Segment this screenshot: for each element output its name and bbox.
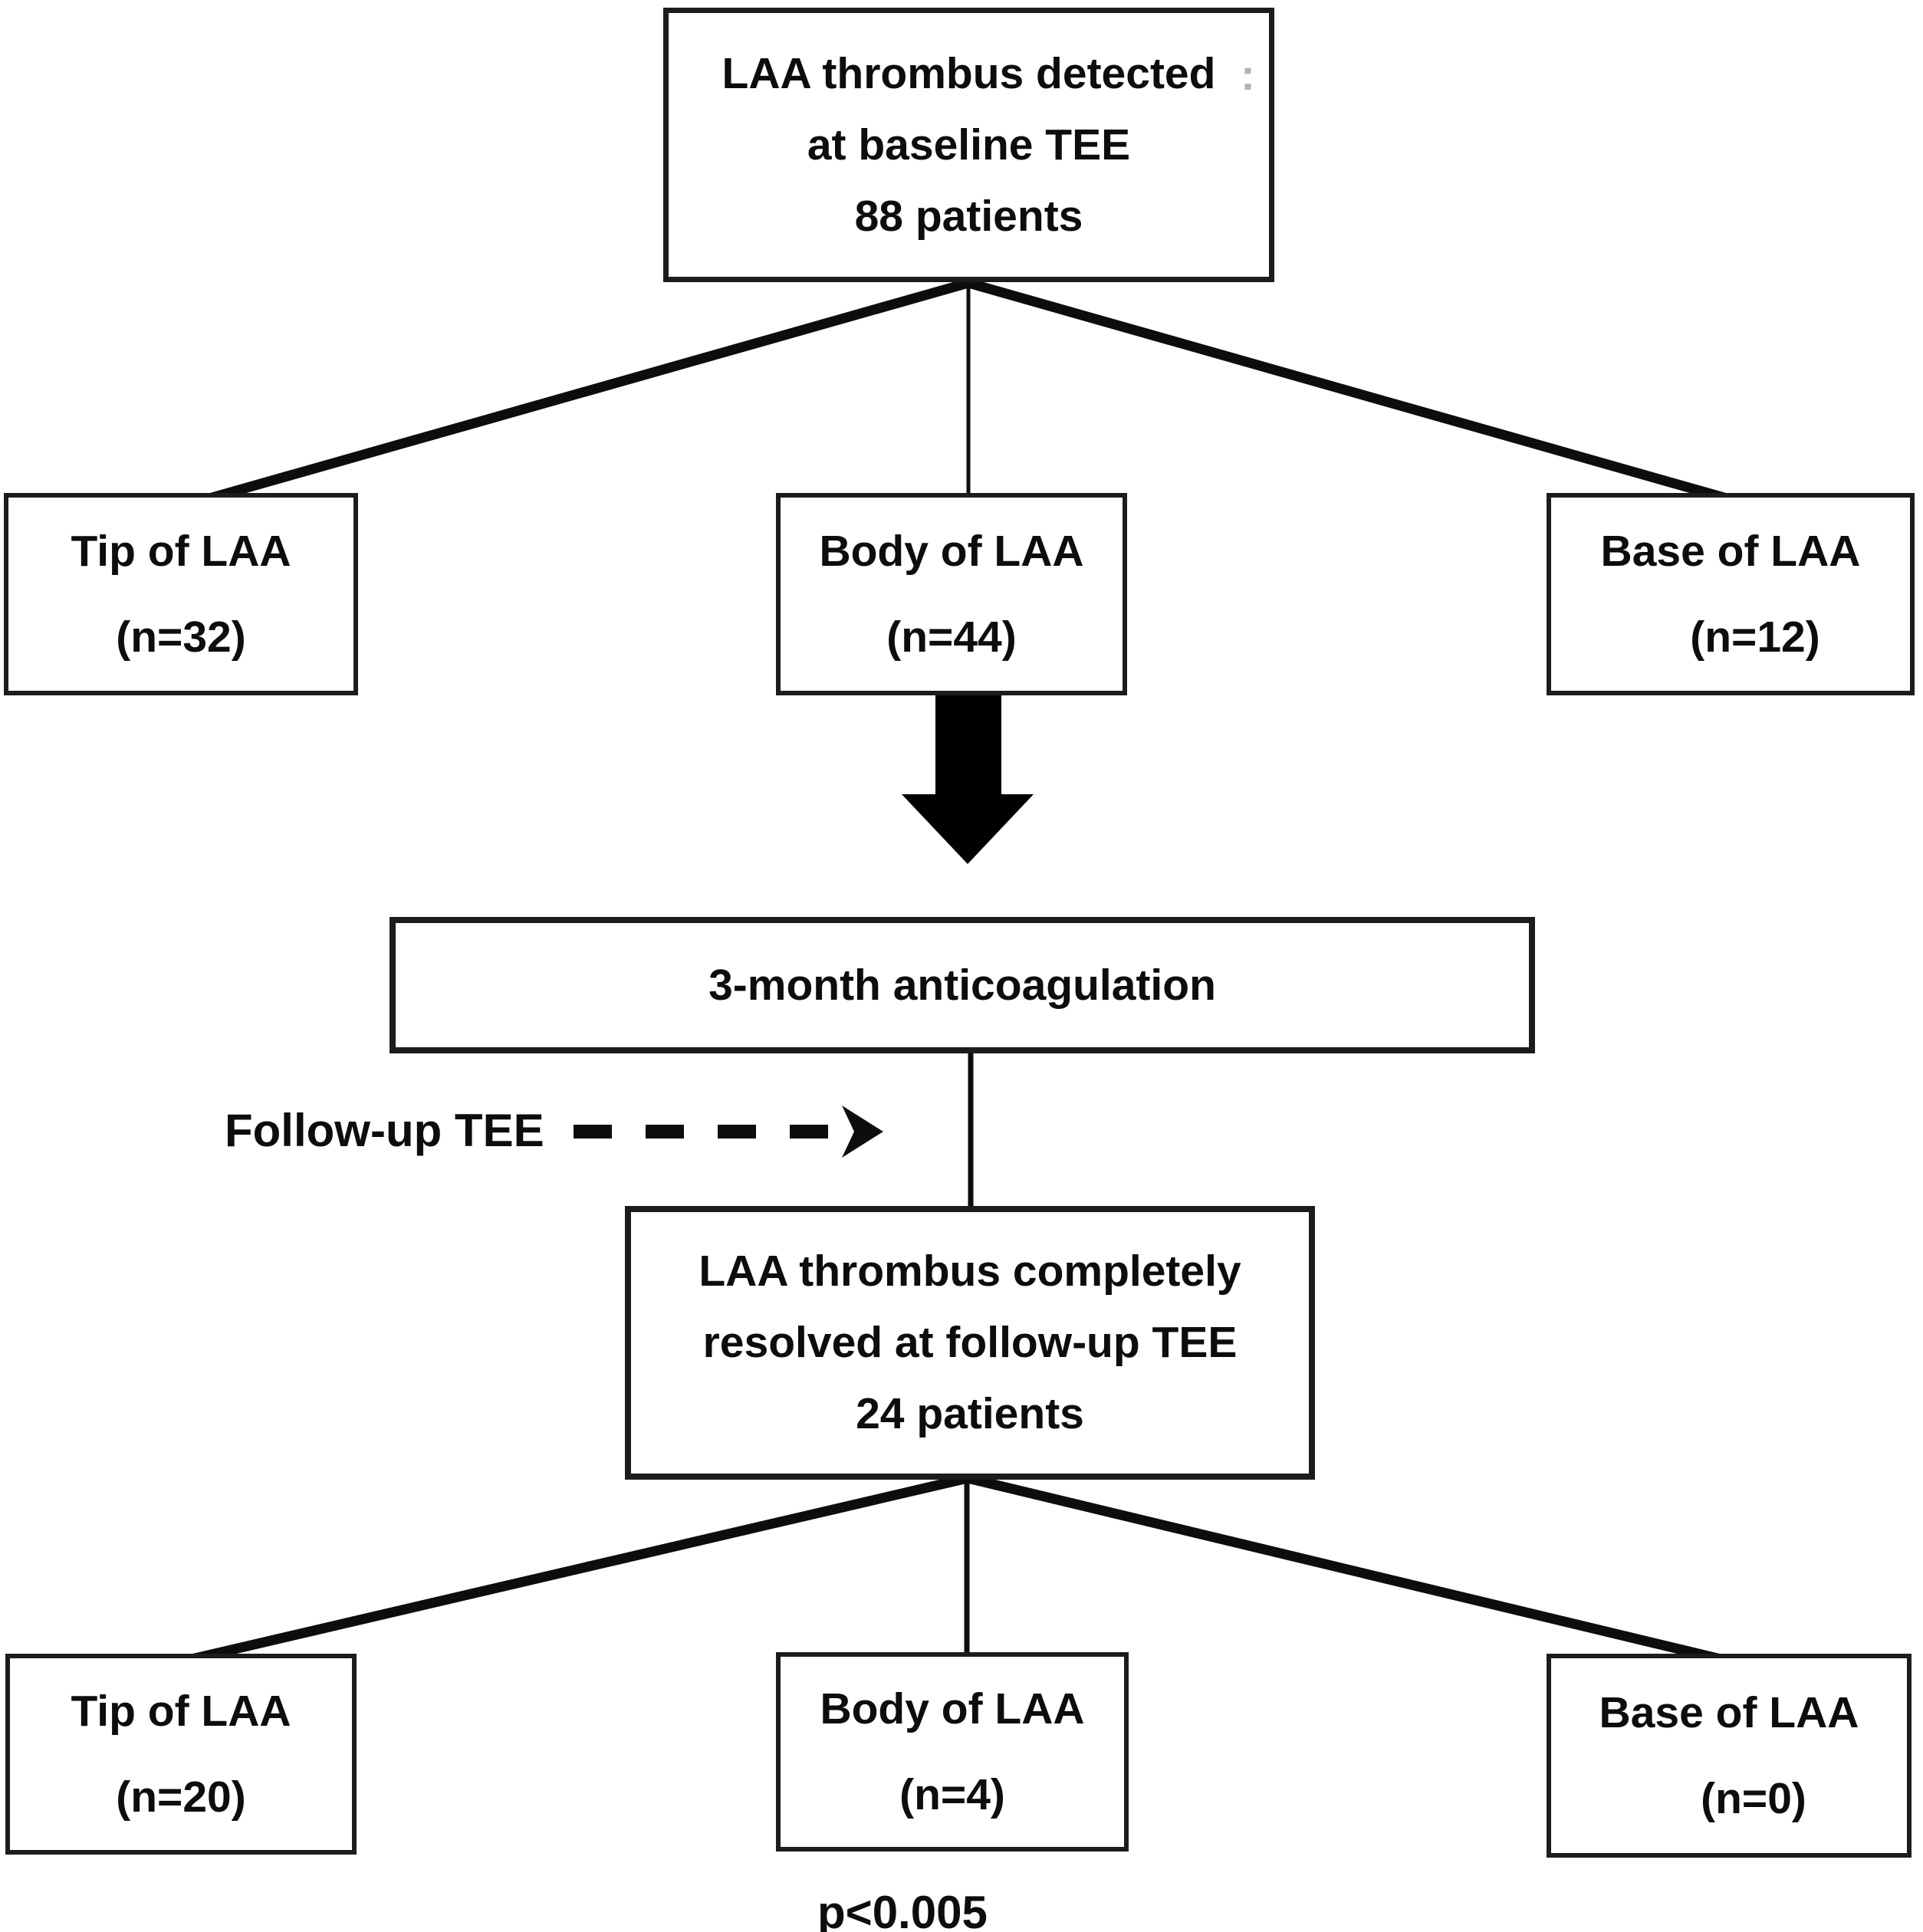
- box-resolved-followup-tee: LAA thrombus completely resolved at foll…: [625, 1206, 1315, 1480]
- body1-count: (n=44): [886, 613, 1017, 662]
- baseline-line-3: 88 patients: [854, 191, 1083, 241]
- followup-tee-label: Follow-up TEE: [225, 1105, 544, 1156]
- p-value-label: p<0.005: [817, 1887, 988, 1932]
- connector-resolved-to-tip2: [190, 1473, 969, 1664]
- tip2-count: (n=20): [116, 1773, 246, 1822]
- base2-label: Base of LAA: [1599, 1688, 1859, 1737]
- connector-resolved-to-base2: [966, 1473, 1722, 1664]
- box-base-of-laa-followup: Base of LAA (n=0): [1547, 1654, 1911, 1858]
- box-body-of-laa-baseline: Body of LAA (n=44): [776, 493, 1127, 695]
- anticoag-label: 3-month anticoagulation: [708, 960, 1216, 1010]
- tip2-label: Tip of LAA: [71, 1687, 291, 1736]
- resolved-line-3: 24 patients: [856, 1389, 1084, 1438]
- base1-label: Base of LAA: [1600, 527, 1861, 576]
- base1-count: (n=12): [1690, 613, 1820, 662]
- box-base-of-laa-baseline: Base of LAA (n=12): [1547, 493, 1915, 695]
- scan-artifact-colon: :: [1241, 51, 1255, 100]
- resolved-line-2: resolved at follow-up TEE: [702, 1318, 1238, 1367]
- connector-baseline-to-base1: [967, 278, 1728, 504]
- dashed-arrow-head-icon: [842, 1106, 883, 1158]
- box-body-of-laa-followup: Body of LAA (n=4): [776, 1652, 1129, 1852]
- baseline-line-1: LAA thrombus detected: [722, 48, 1216, 98]
- baseline-line-2: at baseline TEE: [807, 120, 1131, 169]
- connector-baseline-to-tip1: [208, 278, 970, 504]
- box-baseline-tee: LAA thrombus detected at baseline TEE 88…: [663, 8, 1274, 282]
- tip1-label: Tip of LAA: [71, 527, 291, 576]
- block-arrow-down-icon: [902, 695, 1034, 864]
- resolved-line-1: LAA thrombus completely: [699, 1247, 1241, 1296]
- tip1-count: (n=32): [116, 613, 246, 662]
- body1-label: Body of LAA: [819, 527, 1084, 576]
- box-anticoagulation: 3-month anticoagulation: [390, 917, 1535, 1053]
- body2-label: Body of LAA: [820, 1684, 1085, 1733]
- box-tip-of-laa-followup: Tip of LAA (n=20): [5, 1654, 357, 1855]
- box-tip-of-laa-baseline: Tip of LAA (n=32): [4, 493, 358, 695]
- body2-count: (n=4): [899, 1770, 1005, 1819]
- base2-count: (n=0): [1701, 1774, 1806, 1823]
